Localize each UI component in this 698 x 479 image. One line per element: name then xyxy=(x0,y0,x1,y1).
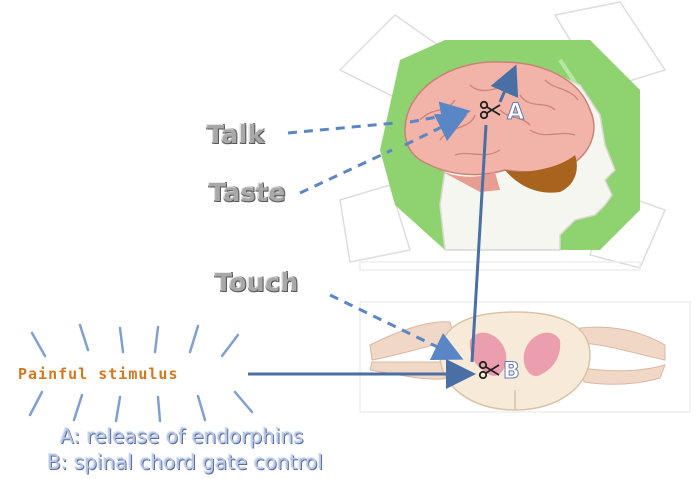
taste-label: Taste xyxy=(209,178,286,207)
marker-a: A xyxy=(507,100,524,125)
legend-line-b: B: spinal chord gate control xyxy=(47,450,323,474)
painful-stimulus-label: Painful stimulus xyxy=(18,365,179,383)
taste-arrow xyxy=(300,150,392,193)
talk-label: Talk xyxy=(207,120,265,149)
touch-label: Touch xyxy=(215,268,299,297)
legend-line-a: A: release of endorphins xyxy=(60,424,304,448)
talk-arrow xyxy=(288,123,395,133)
marker-b: B xyxy=(503,359,520,384)
spinal-cord-panel xyxy=(360,302,690,412)
